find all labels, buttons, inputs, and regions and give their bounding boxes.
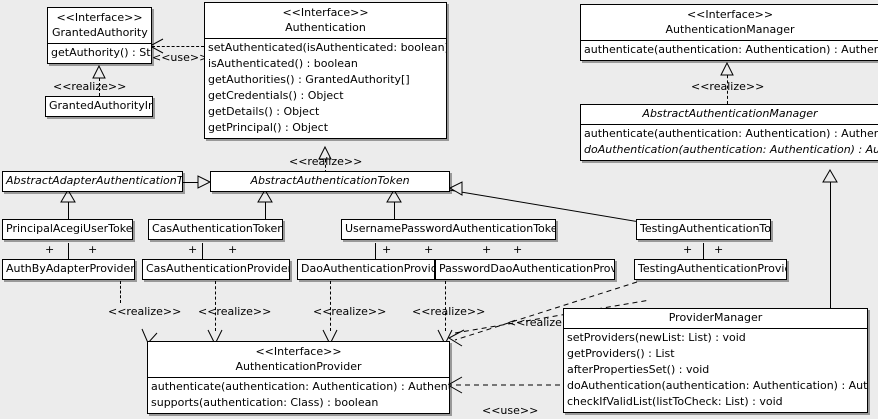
class-box-testing-authentication-provider[interactable]: TestingAuthenticationProvider bbox=[634, 259, 787, 280]
label-realize-daoprovider: <<realize>> bbox=[313, 305, 387, 318]
generalization-line-abstractadaptertoken bbox=[183, 182, 209, 183]
authentication-method-2: getAuthorities() : GrantedAuthority[] bbox=[208, 73, 410, 86]
abstract-adapter-authentication-token-name: AbstractAdapterAuthenticationToken bbox=[6, 174, 183, 187]
assoc-line-testing-token-provider bbox=[703, 243, 704, 259]
principal-acegi-user-token-name: PrincipalAcegiUserToken bbox=[6, 222, 133, 235]
class-box-granted-authority[interactable]: <<Interface>> GrantedAuthority getAuthor… bbox=[47, 7, 152, 64]
assoc-line-username-dao bbox=[375, 243, 376, 259]
label-realize-abstractauthenticationmanager: <<realize>> bbox=[691, 80, 765, 93]
testing-authentication-provider-name: TestingAuthenticationProvider bbox=[638, 262, 787, 275]
abstract-authentication-manager-method-0: authenticate(authentication: Authenticat… bbox=[584, 127, 878, 140]
plus-marker-principal-left: + bbox=[45, 243, 55, 256]
plus-marker-testing-left: + bbox=[683, 243, 693, 256]
class-box-authentication-manager[interactable]: <<Interface>> AuthenticationManager auth… bbox=[580, 4, 878, 61]
use-line-authentication-grantedauthority bbox=[152, 46, 204, 47]
realize-line-abstractauthenticationmanager bbox=[727, 65, 728, 104]
label-realize-grantedauthorityimpl: <<realize>> bbox=[53, 80, 127, 93]
cas-authentication-provider-name: CasAuthenticationProvider bbox=[146, 262, 290, 275]
class-box-authentication[interactable]: <<Interface>> Authentication setAuthenti… bbox=[204, 2, 447, 139]
class-box-provider-manager[interactable]: ProviderManager setProviders(newList: Li… bbox=[563, 308, 868, 413]
class-box-username-password-authentication-token[interactable]: UsernamePasswordAuthenticationToken bbox=[341, 219, 556, 240]
authentication-manager-stereotype: <<Interface>> bbox=[686, 8, 774, 21]
class-box-granted-authority-impl[interactable]: GrantedAuthorityImpl bbox=[45, 96, 153, 117]
authentication-stereotype: <<Interface>> bbox=[282, 6, 369, 19]
provider-manager-method-1: getProviders() : List bbox=[567, 347, 675, 360]
authentication-provider-stereotype: <<Interface>> bbox=[255, 345, 342, 358]
auth-by-adapter-provider-name: AuthByAdapterProvider bbox=[6, 262, 135, 275]
authentication-provider-method-0: authenticate(authentication: Authenticat… bbox=[151, 380, 449, 393]
testing-authentication-token-name: TestingAuthenticationToken bbox=[640, 222, 771, 235]
plus-marker-cas-right: + bbox=[228, 243, 238, 256]
dao-authentication-provider-name: DaoAuthenticationProvider bbox=[301, 262, 435, 275]
plus-marker-upat-3: + bbox=[482, 243, 492, 256]
label-use-providermanager: <<use>> bbox=[482, 404, 539, 417]
assoc-line-cas-token-provider bbox=[202, 243, 203, 259]
provider-manager-method-3: doAuthentication(authentication: Authent… bbox=[567, 379, 867, 392]
class-box-abstract-authentication-token[interactable]: AbstractAuthenticationToken bbox=[210, 171, 450, 192]
abstract-authentication-manager-method-1: doAuthentication(authentication: Authent… bbox=[584, 143, 878, 156]
authentication-method-1: isAuthenticated() : boolean bbox=[208, 57, 358, 70]
username-password-authentication-token-name: UsernamePasswordAuthenticationToken bbox=[345, 222, 556, 235]
plus-marker-principal-right: + bbox=[88, 243, 98, 256]
realize-line-abstractauthenticationtoken bbox=[325, 149, 326, 173]
generalization-line-providermanager bbox=[830, 172, 831, 308]
label-realize-abstractauthenticationtoken: <<realize>> bbox=[289, 155, 363, 168]
provider-manager-method-4: checkIfValidList(listToCheck: List) : vo… bbox=[567, 395, 783, 408]
provider-manager-method-0: setProviders(newList: List) : void bbox=[567, 331, 746, 344]
class-box-auth-by-adapter-provider[interactable]: AuthByAdapterProvider bbox=[2, 259, 135, 280]
abstract-authentication-token-name: AbstractAuthenticationToken bbox=[250, 174, 410, 187]
realize-line-authbyadapterprovider bbox=[120, 281, 121, 303]
plus-marker-upat-2: + bbox=[424, 243, 434, 256]
granted-authority-method-0: getAuthority() : String bbox=[51, 46, 151, 59]
label-realize-authbyadapter: <<realize>> bbox=[108, 305, 182, 318]
class-box-principal-acegi-user-token[interactable]: PrincipalAcegiUserToken bbox=[2, 219, 133, 240]
generalization-line-usernamepasswordtoken bbox=[394, 192, 395, 219]
password-dao-authentication-provider-name: PasswordDaoAuthenticationProvider bbox=[439, 262, 614, 275]
label-use-authentication-grantedauthority: <<use>> bbox=[152, 51, 209, 64]
authentication-provider-method-1: supports(authentication: Class) : boolea… bbox=[151, 396, 379, 409]
plus-marker-upat-1: + bbox=[382, 243, 392, 256]
authentication-name: Authentication bbox=[285, 21, 366, 34]
authentication-method-5: getPrincipal() : Object bbox=[208, 121, 329, 134]
label-realize-passworddaoprovider: <<realize>> bbox=[412, 305, 486, 318]
generalization-line-casauthenticationtoken bbox=[265, 192, 266, 219]
class-box-testing-authentication-token[interactable]: TestingAuthenticationToken bbox=[636, 219, 771, 240]
authentication-method-3: getCredentials() : Object bbox=[208, 89, 344, 102]
realize-line-daoauthenticationprovider bbox=[330, 281, 331, 331]
realize-line-casauthenticationprovider bbox=[215, 281, 216, 331]
realize-line-passworddaoauthenticationprovider bbox=[445, 281, 446, 331]
plus-marker-cas-left: + bbox=[188, 243, 198, 256]
class-box-authentication-provider[interactable]: <<Interface>> AuthenticationProvider aut… bbox=[147, 341, 450, 414]
granted-authority-impl-name: GrantedAuthorityImpl bbox=[49, 99, 152, 112]
authentication-manager-name: AuthenticationManager bbox=[665, 23, 795, 36]
class-box-abstract-adapter-authentication-token[interactable]: AbstractAdapterAuthenticationToken bbox=[2, 171, 183, 192]
label-realize-casprovider: <<realize>> bbox=[198, 305, 272, 318]
authentication-method-0: setAuthenticated(isAuthenticated: boolea… bbox=[208, 41, 446, 54]
provider-manager-name: ProviderManager bbox=[668, 311, 763, 324]
plus-marker-upat-4: + bbox=[513, 243, 523, 256]
abstract-authentication-manager-name: AbstractAuthenticationManager bbox=[642, 107, 818, 120]
granted-authority-stereotype: <<Interface>> bbox=[56, 11, 143, 24]
authentication-manager-method-0: authenticate(authentication: Authenticat… bbox=[584, 43, 878, 56]
realize-line-grantedauthorityimpl bbox=[99, 68, 100, 96]
class-box-abstract-authentication-manager[interactable]: AbstractAuthenticationManager authentica… bbox=[580, 104, 878, 161]
assoc-line-principal-authbyadapter bbox=[68, 243, 69, 259]
class-box-password-dao-authentication-provider[interactable]: PasswordDaoAuthenticationProvider bbox=[435, 259, 615, 280]
cas-authentication-token-name: CasAuthenticationToken bbox=[152, 222, 283, 235]
class-box-dao-authentication-provider[interactable]: DaoAuthenticationProvider bbox=[297, 259, 435, 280]
generalization-line-principalacegiusertoken bbox=[68, 192, 69, 219]
class-box-cas-authentication-provider[interactable]: CasAuthenticationProvider bbox=[142, 259, 290, 280]
authentication-method-4: getDetails() : Object bbox=[208, 105, 320, 118]
class-box-cas-authentication-token[interactable]: CasAuthenticationToken bbox=[148, 219, 283, 240]
plus-marker-testing-right: + bbox=[714, 243, 724, 256]
authentication-provider-name: AuthenticationProvider bbox=[235, 360, 362, 373]
granted-authority-name: GrantedAuthority bbox=[52, 26, 148, 39]
provider-manager-method-2: afterPropertiesSet() : void bbox=[567, 363, 710, 376]
